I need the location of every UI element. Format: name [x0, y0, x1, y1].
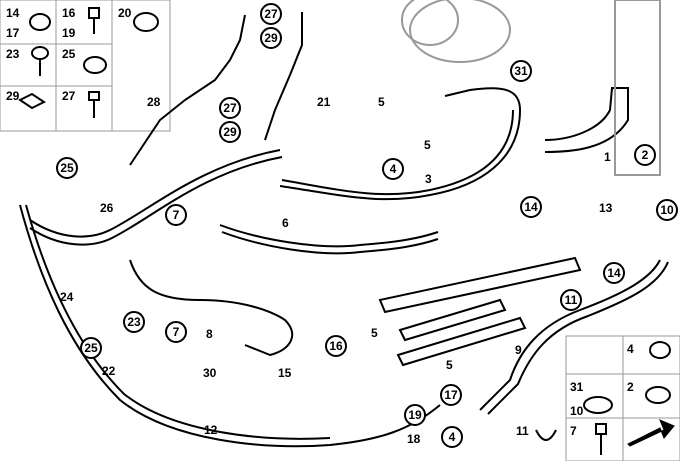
hose-28 [129, 14, 246, 166]
kit-label-23: 23 [6, 47, 20, 61]
hose-26 [29, 149, 281, 238]
callout-31: 31 [510, 60, 532, 82]
callout-23: 23 [123, 311, 145, 333]
label-3: 3 [425, 172, 432, 186]
label-5-top-b: 5 [424, 138, 431, 152]
callout-17: 17 [440, 384, 462, 406]
callout-19: 19 [404, 404, 426, 426]
kit-label-16: 16 [62, 6, 76, 20]
kit-label-25: 25 [62, 47, 76, 61]
kit-label-31: 31 [570, 380, 584, 394]
hose-8 [129, 259, 294, 357]
callout-25: 25 [56, 157, 78, 179]
label-9: 9 [515, 343, 522, 357]
callout-14-b: 14 [603, 262, 625, 284]
label-8: 8 [206, 327, 213, 341]
kit-label-29: 29 [6, 89, 20, 103]
kit-label-19: 19 [62, 26, 76, 40]
hose-12 [19, 204, 441, 448]
kit-label-11: 11 [516, 424, 529, 438]
label-1: 1 [604, 150, 611, 164]
callout-27-lower: 27 [219, 97, 241, 119]
label-26: 26 [100, 201, 114, 215]
callout-27: 27 [260, 3, 282, 25]
kit-label-2: 2 [627, 380, 634, 394]
label-13: 13 [599, 201, 613, 215]
callout-29: 29 [260, 27, 282, 49]
kit-label-27: 27 [62, 89, 76, 103]
hose-9 [479, 259, 661, 411]
label-5-mid-b: 5 [446, 358, 453, 372]
kit-label-7: 7 [570, 424, 577, 438]
hose-6 [219, 224, 439, 248]
kit-label-14: 14 [6, 6, 20, 20]
label-24: 24 [60, 290, 74, 304]
label-28: 28 [147, 95, 161, 109]
callout-14: 14 [520, 196, 542, 218]
label-12: 12 [204, 423, 218, 437]
label-30: 30 [203, 366, 217, 380]
kit-label-20: 20 [118, 6, 132, 20]
label-21: 21 [317, 95, 331, 109]
kit-label-4: 4 [627, 342, 634, 356]
hose-3 [279, 87, 522, 201]
kit-label-10: 10 [570, 404, 584, 418]
callout-25-b: 25 [80, 337, 102, 359]
callout-29-lower: 29 [219, 121, 241, 143]
parts-grid-frame [0, 0, 171, 132]
callout-7-b: 7 [165, 321, 187, 343]
callout-10: 10 [656, 199, 678, 221]
hose-1 [544, 87, 629, 153]
label-22: 22 [102, 364, 116, 378]
callout-7: 7 [165, 204, 187, 226]
callout-16: 16 [325, 335, 347, 357]
callout-4: 4 [382, 158, 404, 180]
kit-label-17: 17 [6, 26, 20, 40]
label-15: 15 [278, 366, 292, 380]
callout-11: 11 [560, 289, 582, 311]
label-5-mid: 5 [371, 326, 378, 340]
callout-2: 2 [634, 144, 656, 166]
label-6: 6 [282, 216, 289, 230]
callout-4-b: 4 [441, 426, 463, 448]
label-18: 18 [407, 432, 421, 446]
label-5-top: 5 [378, 95, 385, 109]
